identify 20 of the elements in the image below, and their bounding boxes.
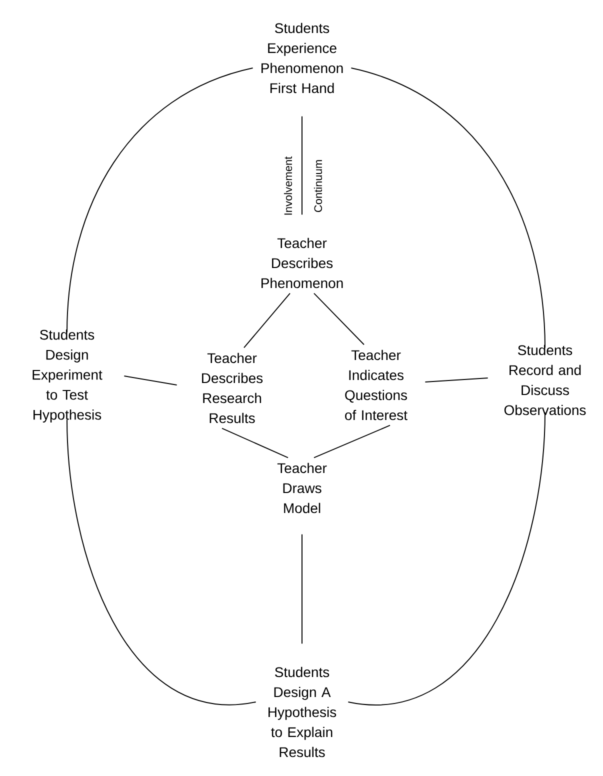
stage-text: Students Experience Phenomenon First Hand [262,22,343,94]
stage-text: Students Design Experiment to Test Hypothesis [32,329,102,423]
connector-line [244,292,290,348]
connector-line [66,68,254,333]
axis-label: Involvement [284,156,292,215]
stage-text: Teacher Describes Phenomenon [262,238,343,288]
connector-line [314,424,390,458]
axis-label: Continuum [314,160,322,212]
connector-line [350,68,546,348]
connector-line [314,292,364,346]
connector-line [424,378,488,382]
connector-line [348,412,546,706]
stage-text: Students Record and Discuss Observations [504,344,586,416]
stage-text: Teacher Indicates Questions of Interest [345,350,408,420]
stage-text: Teacher Describes Research Results [202,352,263,424]
stage-text: Teacher Draws Model [277,462,327,514]
connector-line [66,419,256,706]
connector-line [124,376,178,386]
connector-line [222,428,288,458]
stage-text: Students Design A Hypothesis to Explain Results [268,666,336,758]
